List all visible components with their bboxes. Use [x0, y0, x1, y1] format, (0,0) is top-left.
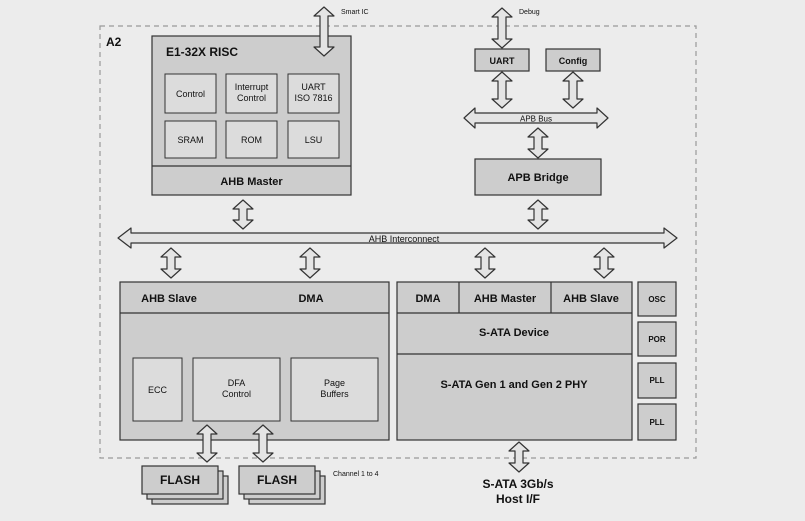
smart-ic-arrow [313, 6, 335, 57]
cpu-interrupt-label-2: Control [237, 93, 266, 103]
cpu-uart-label-2: ISO 7816 [294, 93, 332, 103]
debug-label: Debug [519, 9, 540, 16]
ecc-label: ECC [148, 385, 168, 395]
sata-host-label-1: S-ATA 3Gb/s [482, 477, 553, 491]
osc-label: OSC [648, 295, 666, 304]
apb-uart-arrow [491, 71, 513, 109]
flash-chip-1-label: FLASH [160, 473, 200, 487]
dfa-label-2: Control [222, 389, 251, 399]
cpu-uart-label-1: UART [301, 82, 326, 92]
flash-chip-2: FLASH [238, 465, 326, 505]
cpu-block [151, 35, 352, 196]
ecc-box [132, 357, 183, 422]
interconnect-to-sata-slave-arrow [593, 247, 615, 279]
apb-config-box [545, 48, 601, 72]
sata-host-arrow [508, 441, 530, 473]
sata-block [396, 281, 633, 441]
cpu-title: E1-32X RISC [166, 45, 238, 59]
connection-arrows [160, 6, 615, 473]
cpu-uart-box [287, 73, 340, 114]
sata-phy-label: S-ATA Gen 1 and Gen 2 PHY [440, 379, 588, 391]
interconnect-to-flash-slave-arrow [160, 247, 182, 279]
apb-uart-box [474, 48, 530, 72]
sata-ahb-master-label: AHB Master [474, 293, 537, 305]
sata-ahb-slave-label: AHB Slave [563, 293, 619, 305]
ahb-interconnect-arrow [117, 227, 678, 249]
page-buffers-label-2: Buffers [320, 389, 349, 399]
apb-config-label: Config [559, 56, 588, 66]
interconnect-to-flash-dma-arrow [299, 247, 321, 279]
sata-host-label-2: Host I/F [496, 492, 540, 506]
smart-ic-label: Smart IC [341, 9, 369, 16]
cpu-interrupt-box [225, 73, 278, 114]
flash-chip-1: FLASH [141, 465, 229, 505]
por-box [637, 321, 677, 357]
dfa-control-box [192, 357, 281, 422]
apb-config-arrow [562, 71, 584, 109]
cpu-rom-box [225, 120, 278, 159]
flash-dma-label: DMA [298, 293, 323, 305]
page-buffers-box [290, 357, 379, 422]
cpu-interrupt-label-1: Interrupt [235, 82, 269, 92]
apb-bridge-box [474, 158, 602, 196]
sata-dma-label: DMA [415, 293, 440, 305]
pll-label-2: PLL [649, 418, 664, 427]
cpu-lsu-box [287, 120, 340, 159]
cpu-ahb-master-label: AHB Master [220, 176, 283, 188]
flash-ahb-slave-label: AHB Slave [141, 293, 197, 305]
cpu-control-box [164, 73, 217, 114]
pll-label-1: PLL [649, 376, 664, 385]
cpu-rom-label: ROM [241, 135, 262, 145]
flash-channel-arrow-2 [252, 424, 274, 463]
cpu-control-label: Control [176, 89, 205, 99]
flash-channel-arrow-1 [196, 424, 218, 463]
pll-box-1 [637, 362, 677, 399]
sata-device-label: S-ATA Device [479, 327, 549, 339]
cpu-lsu-label: LSU [305, 135, 323, 145]
dfa-label-1: DFA [228, 378, 246, 388]
pll-box-2 [637, 403, 677, 441]
cpu-sram-box [164, 120, 217, 159]
debug-arrow [491, 7, 513, 49]
page-buffers-label-1: Page [324, 378, 345, 388]
bridge-to-interconnect-arrow [527, 199, 549, 230]
por-label: POR [648, 335, 666, 344]
channel-label: Channel 1 to 4 [333, 471, 379, 478]
cpu-sram-label: SRAM [177, 135, 203, 145]
osc-box [637, 281, 677, 317]
ahb-interconnect-label: AHB Interconnect [369, 234, 440, 244]
cpu-to-interconnect-arrow [232, 199, 254, 230]
apb-bridge-label: APB Bridge [507, 172, 568, 184]
flash-chip-2-label: FLASH [257, 473, 297, 487]
apb-uart-label: UART [490, 56, 515, 66]
apb-bus-label: APB Bus [520, 115, 552, 124]
apb-bus-to-bridge-arrow [527, 127, 549, 159]
interconnect-to-sata-master-arrow [474, 247, 496, 279]
a2-label: A2 [106, 35, 122, 49]
apb-bus-arrow [463, 107, 609, 129]
a2-boundary [99, 25, 697, 459]
